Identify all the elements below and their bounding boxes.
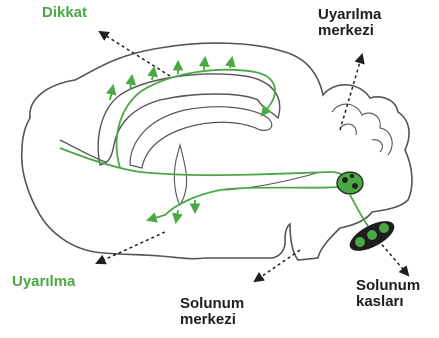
arousal-pathway (60, 148, 368, 226)
fornix-outline (130, 107, 272, 168)
respiratory-muscles-label-line1: Solunum (356, 278, 420, 294)
arousal-center-label-line1: Uyarılma (318, 7, 381, 23)
arousal-center-label-line2: merkezi (318, 23, 381, 39)
respiratory-muscles-node (346, 216, 398, 256)
respiratory-center-label-line1: Solunum (180, 296, 244, 312)
cerebellum-folds (332, 104, 392, 155)
respiratory-muscles-label: Solunum kasları (356, 278, 420, 310)
arousal-center-label: Uyarılma merkezi (318, 7, 381, 39)
brain-outline (22, 43, 412, 260)
attention-label: Dikkat (42, 5, 87, 21)
respiratory-muscles-label-line2: kasları (356, 294, 420, 310)
cingulate-outline (98, 74, 280, 165)
arousal-label: Uyarılma (12, 274, 75, 290)
respiratory-center-label: Solunum merkezi (180, 296, 244, 328)
arousal-center-node (337, 172, 363, 194)
respiratory-center-label-line2: merkezi (180, 312, 244, 328)
